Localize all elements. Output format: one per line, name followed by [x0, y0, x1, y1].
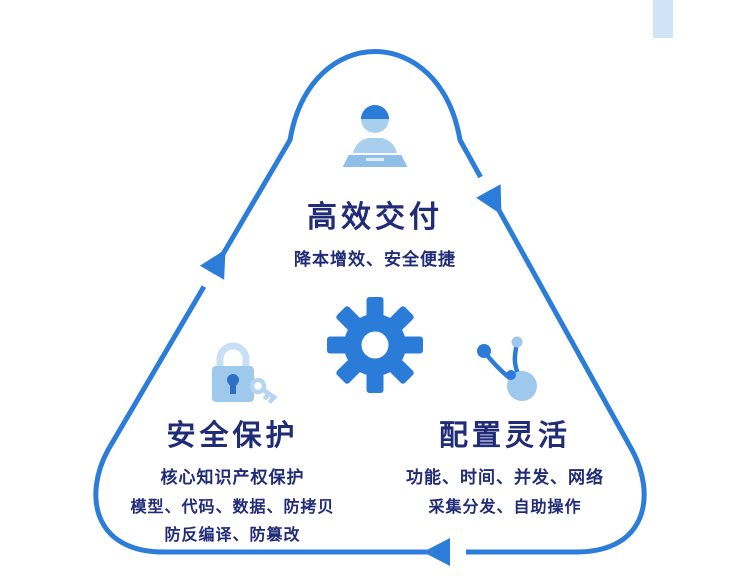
- person-hair: [361, 105, 389, 119]
- node-subtitle-line: 防反编译、防篡改: [164, 524, 301, 544]
- node-subtitle-line: 功能、时间、并发、网络: [406, 468, 604, 488]
- node-subtitle-line: 模型、代码、数据、防拷贝: [130, 496, 335, 516]
- gear-icon: [327, 297, 423, 393]
- lock-key-icon: [212, 342, 278, 404]
- node-flexible-configuration: 配置灵活 功能、时间、并发、网络 采集分发、自助操作: [335, 412, 675, 518]
- node-title: 配置灵活: [438, 418, 571, 452]
- node-security-protection: 安全保护 核心知识产权保护 模型、代码、数据、防拷贝 防反编译、防篡改: [60, 412, 405, 545]
- distribution-icon: [477, 336, 537, 401]
- lock-shackle: [216, 342, 250, 368]
- key-icon: [249, 377, 278, 404]
- cycle-path: [93, 49, 647, 555]
- developer-laptop-icon: [339, 105, 411, 169]
- arrow-bottom-icon: [423, 538, 466, 566]
- arrow-left-icon: [198, 249, 226, 290]
- node-circle-dark: [477, 344, 491, 358]
- node-title: 高效交付: [307, 200, 443, 235]
- corner-stripe: [653, 0, 673, 38]
- branch-line: [512, 343, 521, 375]
- lock-keyhole-slot: [230, 382, 236, 394]
- node-subtitle-line: 降本增效、安全便捷: [294, 250, 456, 270]
- hub-dot: [506, 370, 516, 380]
- node-title: 安全保护: [166, 418, 299, 452]
- laptop-keyboard: [366, 158, 384, 161]
- node-circle-light: [511, 336, 523, 348]
- node-efficient-delivery: 高效交付 降本增效、安全便捷: [200, 192, 550, 272]
- arrow-right-icon: [475, 174, 502, 215]
- node-subtitle-line: 核心知识产权保护: [160, 468, 305, 488]
- node-subtitle-line: 采集分发、自助操作: [428, 496, 582, 516]
